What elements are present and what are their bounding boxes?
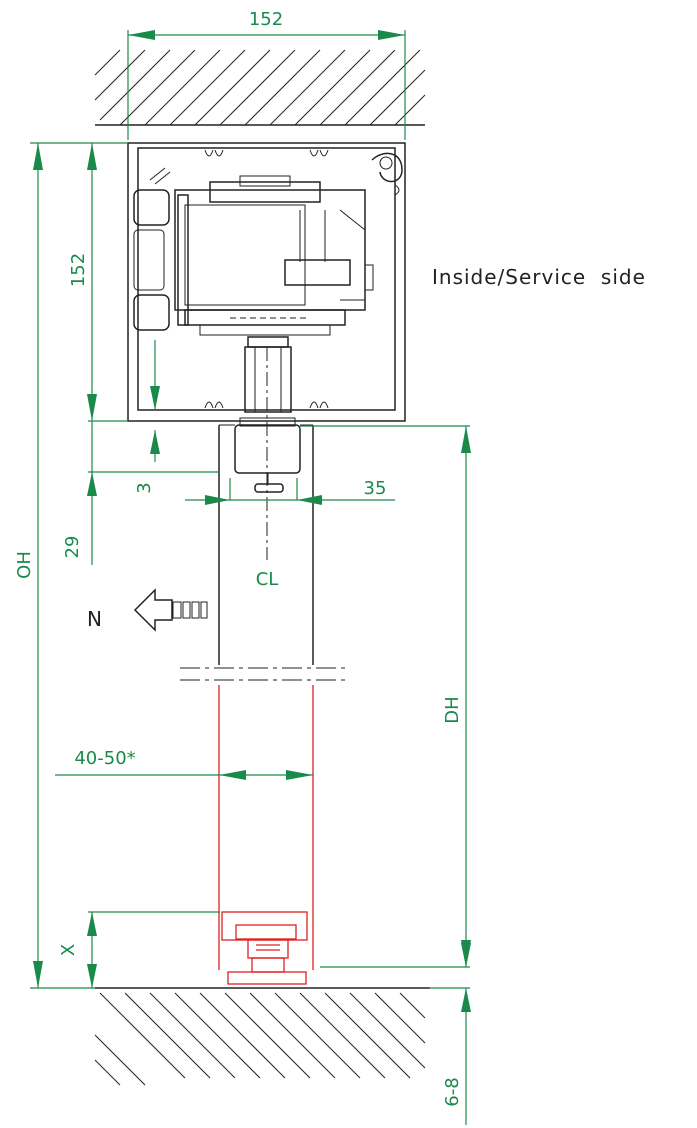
- label-dh: DH: [442, 696, 463, 723]
- label-oh: OH: [14, 551, 35, 579]
- label-x: X: [58, 944, 79, 956]
- label-offset-29: 29: [62, 536, 83, 559]
- label-top-width: 152: [249, 9, 283, 30]
- ceiling-hatch: [94, 49, 426, 126]
- dimension-floor-gap: 6-8: [430, 943, 471, 1125]
- dimension-door-thickness: 40-50*: [55, 748, 313, 780]
- label-inside-service-side: Inside/Service side: [432, 265, 646, 289]
- door-leaf: [218, 685, 314, 985]
- dimension-dh: DH: [300, 425, 471, 968]
- label-gap-small: 3: [134, 482, 155, 493]
- floor-hatch: [94, 987, 430, 1086]
- label-housing-height: 152: [68, 253, 89, 287]
- door-carriage: [218, 347, 314, 665]
- dimension-oh: OH: [14, 142, 128, 989]
- break-lines: [180, 667, 350, 681]
- dimension-housing-height: 152: [68, 143, 128, 422]
- label-centerline: CL: [256, 569, 279, 590]
- dimension-x: X: [58, 911, 220, 988]
- dimension-top-width: 152: [127, 9, 406, 140]
- label-north: N: [87, 607, 103, 631]
- dimension-gap-3: 3: [134, 340, 160, 494]
- dimension-offset-29: 29: [62, 421, 219, 565]
- north-arrow: N: [87, 588, 208, 632]
- operator-housing: [127, 142, 406, 422]
- centerline-symbol: CL: [256, 569, 279, 590]
- label-door-thickness: 40-50*: [74, 748, 135, 769]
- label-offset-35: 35: [364, 478, 387, 499]
- label-floor-gap: 6-8: [442, 1077, 463, 1106]
- dimension-offset-35: 35: [185, 478, 395, 505]
